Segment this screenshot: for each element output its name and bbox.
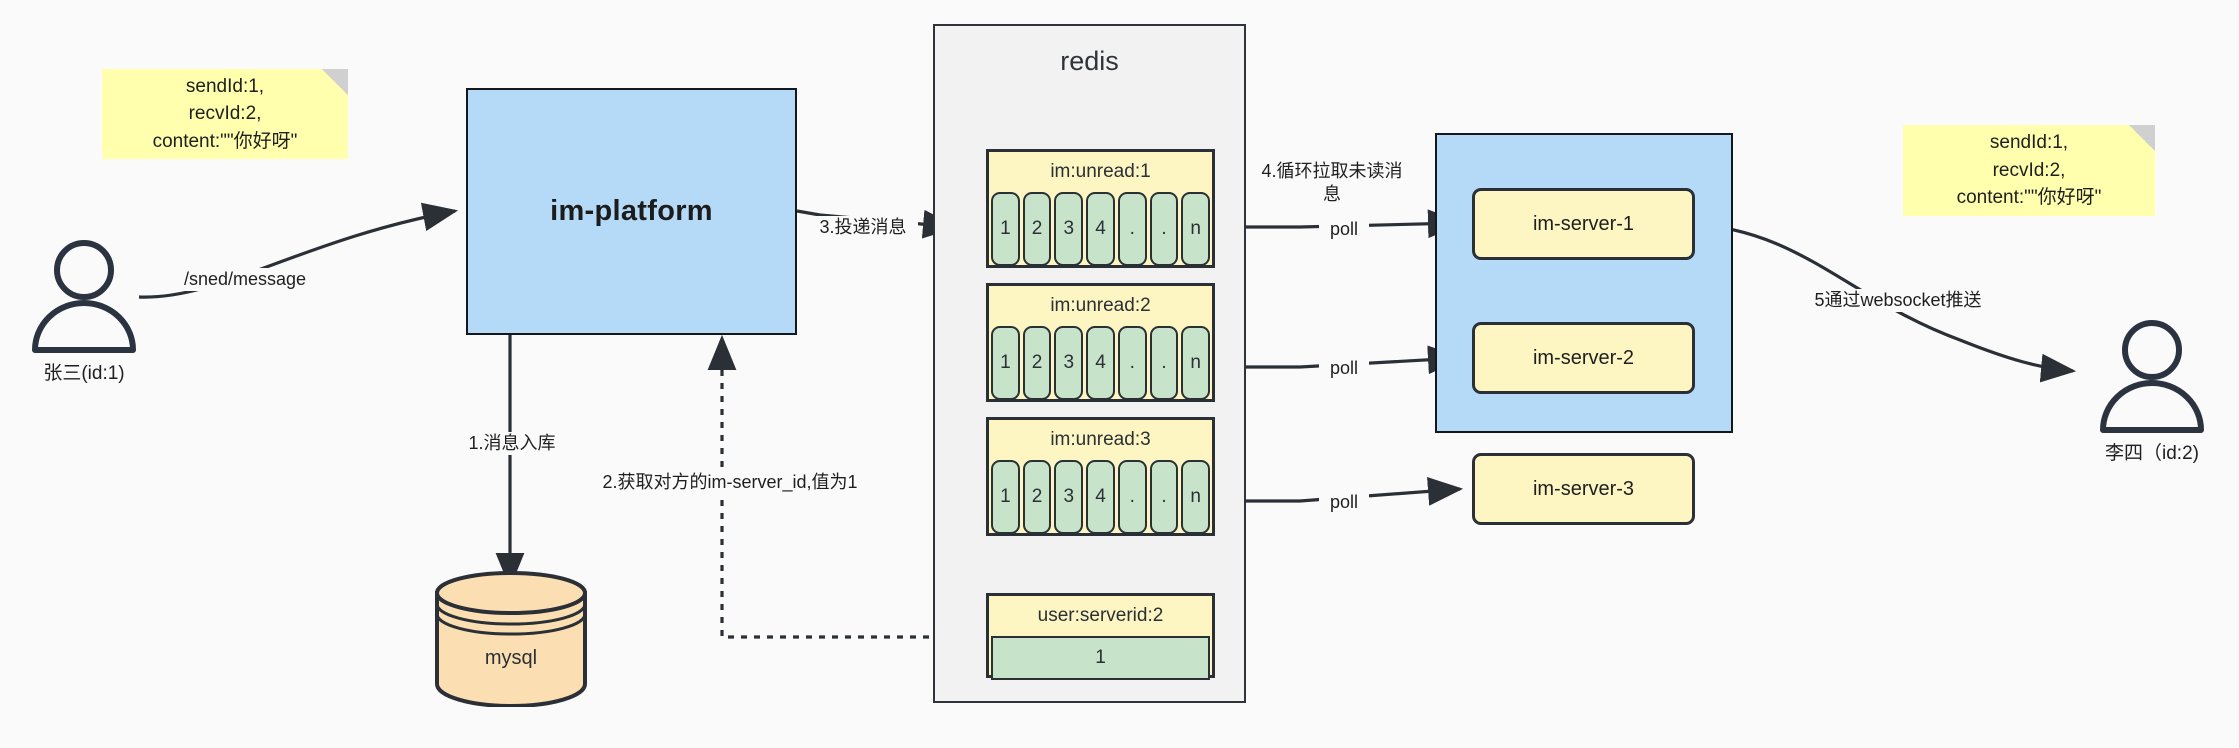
database-cylinder-icon [435, 571, 587, 707]
im-server-1-label: im-server-1 [1532, 212, 1635, 235]
edge-label-step4: 4.循环拉取未读消 息 [1253, 160, 1411, 205]
redis-key-im-unread-3[interactable]: im:unread:3 1 2 3 4 . . n [986, 417, 1215, 536]
redis-cell: 1 [991, 192, 1020, 266]
actor-receiver-caption: 李四（id:2) [2105, 443, 2199, 464]
edge-label-send-message: /sned/message [165, 268, 325, 291]
mysql-database[interactable]: mysql [434, 571, 588, 707]
redis-cell: 4 [1086, 460, 1115, 534]
sticky-note-left-text: sendId:1, recvId:2, content:""你好呀" [152, 75, 298, 152]
user-icon [2100, 320, 2204, 433]
edge-label-step3: 3.投递消息 [808, 216, 918, 239]
actor-sender-caption: 张三(id:1) [43, 363, 125, 384]
redis-cell: 4 [1086, 326, 1115, 400]
redis-cell: . [1149, 460, 1179, 534]
redis-cell: n [1181, 460, 1211, 534]
sticky-note-left: sendId:1, recvId:2, content:""你好呀" [102, 69, 348, 159]
redis-key-im-unread-2[interactable]: im:unread:2 1 2 3 4 . . n [986, 283, 1215, 402]
redis-cell: 1 [991, 326, 1020, 400]
redis-cell: 2 [1022, 460, 1052, 534]
im-platform-box[interactable]: im-platform [466, 88, 797, 335]
note-fold-icon [2129, 125, 2155, 151]
redis-key-cells: 1 2 3 4 . . n [989, 326, 1212, 403]
redis-cell: 3 [1054, 192, 1084, 266]
redis-cell: 4 [1086, 192, 1115, 266]
im-platform-label: im-platform [550, 195, 713, 227]
redis-title: redis [1060, 46, 1119, 76]
edge-label-step5: 5通过websocket推送 [1788, 289, 2008, 312]
redis-key-name: im:unread:1 [1050, 161, 1151, 182]
redis-key-im-unread-1[interactable]: im:unread:1 1 2 3 4 . . n [986, 149, 1215, 268]
sticky-note-right-text: sendId:1, recvId:2, content:""你好呀" [1956, 132, 2102, 209]
redis-key-name: im:unread:2 [1050, 295, 1151, 316]
note-fold-icon [322, 69, 348, 95]
im-server-3-label: im-server-3 [1532, 477, 1635, 500]
edge-label-poll-2: poll [1319, 357, 1369, 380]
im-server-3[interactable]: im-server-3 [1472, 453, 1695, 525]
edge-label-step1: 1.消息入库 [448, 432, 576, 455]
redis-key-user-serverid-2[interactable]: user:serverid:2 1 [986, 593, 1215, 680]
edge-label-poll-3: poll [1319, 491, 1369, 514]
redis-cell: 2 [1022, 192, 1052, 266]
redis-cell: 1 [991, 460, 1020, 534]
edge-label-step2: 2.获取对方的im-server_id,值为1 [580, 471, 880, 494]
sticky-note-right: sendId:1, recvId:2, content:""你好呀" [1903, 125, 2155, 216]
im-server-2-label: im-server-2 [1532, 346, 1635, 369]
redis-cell: 3 [1054, 326, 1084, 400]
edge-label-poll-1: poll [1319, 218, 1369, 241]
redis-serverid-key-name: user:serverid:2 [1037, 605, 1164, 626]
redis-cell: . [1149, 326, 1179, 400]
redis-cell: . [1117, 460, 1147, 534]
redis-key-name: im:unread:3 [1050, 429, 1151, 450]
redis-key-cells: 1 2 3 4 . . n [989, 192, 1212, 269]
user-icon [32, 240, 136, 353]
actor-sender [24, 238, 144, 353]
im-server-2[interactable]: im-server-2 [1472, 322, 1695, 394]
redis-cell: n [1181, 326, 1211, 400]
redis-cell: . [1149, 192, 1179, 266]
redis-cell: . [1117, 192, 1147, 266]
redis-serverid-value: 1 [991, 636, 1210, 680]
actor-receiver [2092, 318, 2212, 433]
im-server-1[interactable]: im-server-1 [1472, 188, 1695, 260]
redis-key-cells: 1 2 3 4 . . n [989, 460, 1212, 537]
mysql-label: mysql [484, 647, 538, 669]
redis-cell: 3 [1054, 460, 1084, 534]
redis-cell: 2 [1022, 326, 1052, 400]
redis-cell: n [1181, 192, 1211, 266]
redis-cell: . [1117, 326, 1147, 400]
